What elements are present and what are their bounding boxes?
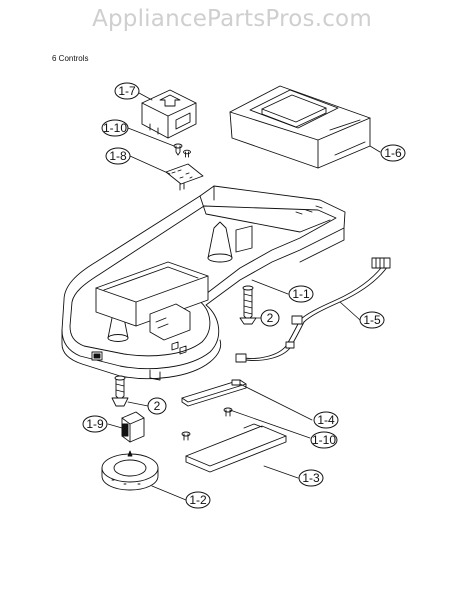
part-1-1-base-housing bbox=[61, 185, 346, 381]
part-1-6-water-tank bbox=[229, 85, 371, 169]
callout-1-4-label: 1-4 bbox=[317, 413, 335, 427]
callout-1-7: 1-7 bbox=[114, 82, 140, 100]
part-1-3-bottom-cover bbox=[185, 423, 287, 473]
callout-1-10-lower-label: 1-10 bbox=[312, 433, 336, 447]
part-1-7-control-cover bbox=[141, 89, 197, 139]
part-1-10-screws-upper bbox=[173, 143, 191, 158]
callout-2-lower: 2 bbox=[147, 397, 167, 415]
part-1-5-wire-harness bbox=[235, 257, 391, 363]
callout-1-10-upper: 1-10 bbox=[101, 119, 129, 137]
callout-1-6: 1-6 bbox=[380, 144, 406, 162]
callout-1-8: 1-8 bbox=[105, 147, 131, 165]
part-1-8-circuit-board bbox=[165, 163, 204, 191]
part-1-10-screws-lower bbox=[181, 407, 233, 441]
callout-1-2-label: 1-2 bbox=[189, 493, 207, 507]
callout-1-10-upper-label: 1-10 bbox=[103, 121, 127, 135]
part-2-screw-upper bbox=[239, 285, 257, 325]
callout-1-10-lower: 1-10 bbox=[310, 431, 338, 449]
callout-1-3-label: 1-3 bbox=[302, 471, 320, 485]
callout-1-9-label: 1-9 bbox=[86, 417, 104, 431]
callout-1-8-label: 1-8 bbox=[109, 149, 127, 163]
part-2-screw-lower bbox=[111, 375, 129, 407]
watermark: AppliancePartsPros.com bbox=[92, 6, 372, 32]
section-title: 6 Controls bbox=[52, 54, 89, 63]
callout-1-4: 1-4 bbox=[313, 411, 339, 429]
callout-2-lower-label: 2 bbox=[154, 399, 161, 413]
callout-1-9: 1-9 bbox=[82, 415, 108, 433]
callout-1-1-label: 1-1 bbox=[292, 287, 310, 301]
callout-1-6-label: 1-6 bbox=[384, 146, 402, 160]
callout-1-5: 1-5 bbox=[359, 311, 385, 329]
callout-2-upper-label: 2 bbox=[267, 311, 274, 325]
callout-1-1: 1-1 bbox=[288, 285, 314, 303]
callout-1-2: 1-2 bbox=[185, 491, 211, 509]
callout-2-upper: 2 bbox=[260, 309, 280, 327]
leader-lines bbox=[107, 92, 381, 501]
callout-1-3: 1-3 bbox=[298, 469, 324, 487]
part-1-2-knob-ring bbox=[101, 450, 159, 491]
callout-1-7-label: 1-7 bbox=[118, 84, 136, 98]
callout-1-5-label: 1-5 bbox=[363, 313, 381, 327]
part-1-9-rocker-switch bbox=[121, 411, 145, 443]
